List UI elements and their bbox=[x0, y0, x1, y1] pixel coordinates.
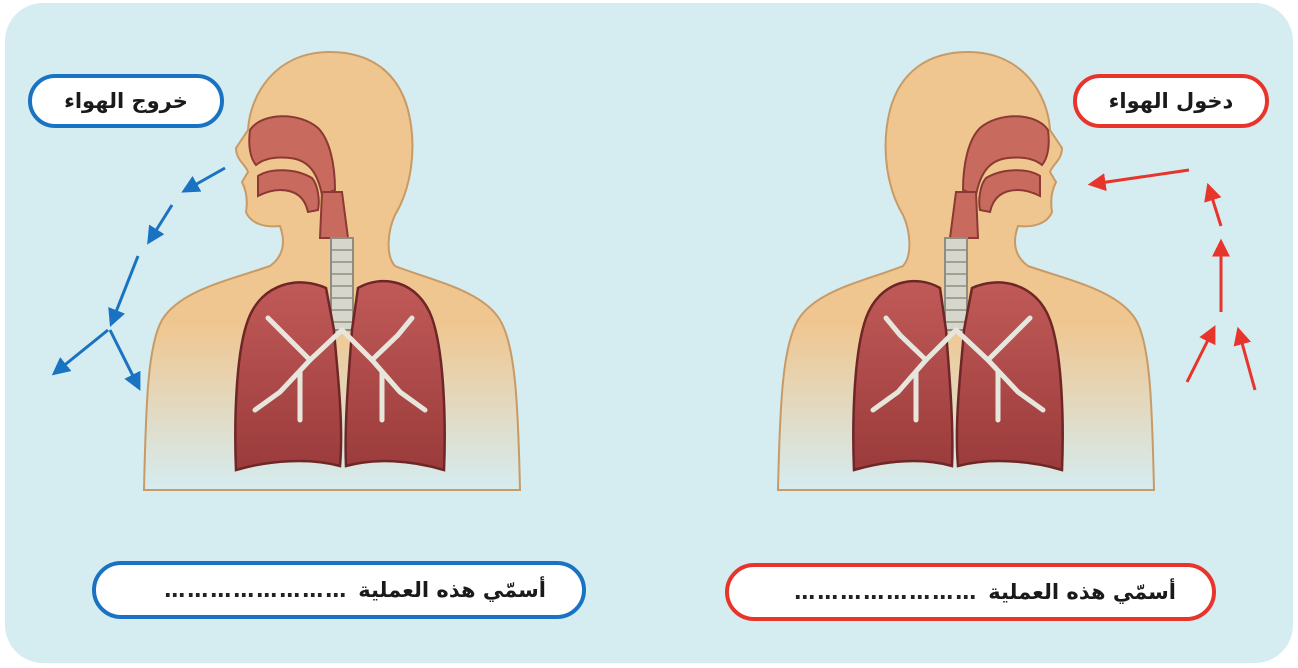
exhalation-panel: خروج الهواء …………………… أسمّي هذه العملية bbox=[0, 0, 649, 668]
process-question-box-left[interactable]: …………………… أسمّي هذه العملية bbox=[92, 561, 586, 619]
process-question-right: أسمّي هذه العملية bbox=[988, 580, 1176, 604]
larynx bbox=[320, 192, 348, 238]
process-question-left: أسمّي هذه العملية bbox=[358, 578, 546, 602]
inhalation-panel: دخول الهواء …………………… أسمّي هذه العملية bbox=[649, 0, 1298, 668]
larynx bbox=[950, 192, 978, 238]
air-out-label-text: خروج الهواء bbox=[64, 89, 188, 113]
trachea bbox=[331, 238, 353, 330]
trachea bbox=[945, 238, 967, 330]
left-lung bbox=[235, 282, 341, 470]
air-out-label: خروج الهواء bbox=[28, 74, 224, 128]
answer-blank-right[interactable]: …………………… bbox=[794, 580, 978, 604]
process-question-box-right[interactable]: …………………… أسمّي هذه العملية bbox=[725, 563, 1216, 621]
left-lung bbox=[957, 282, 1063, 470]
air-in-label: دخول الهواء bbox=[1073, 74, 1269, 128]
answer-blank-left[interactable]: …………………… bbox=[164, 578, 348, 602]
air-in-label-text: دخول الهواء bbox=[1109, 89, 1234, 113]
